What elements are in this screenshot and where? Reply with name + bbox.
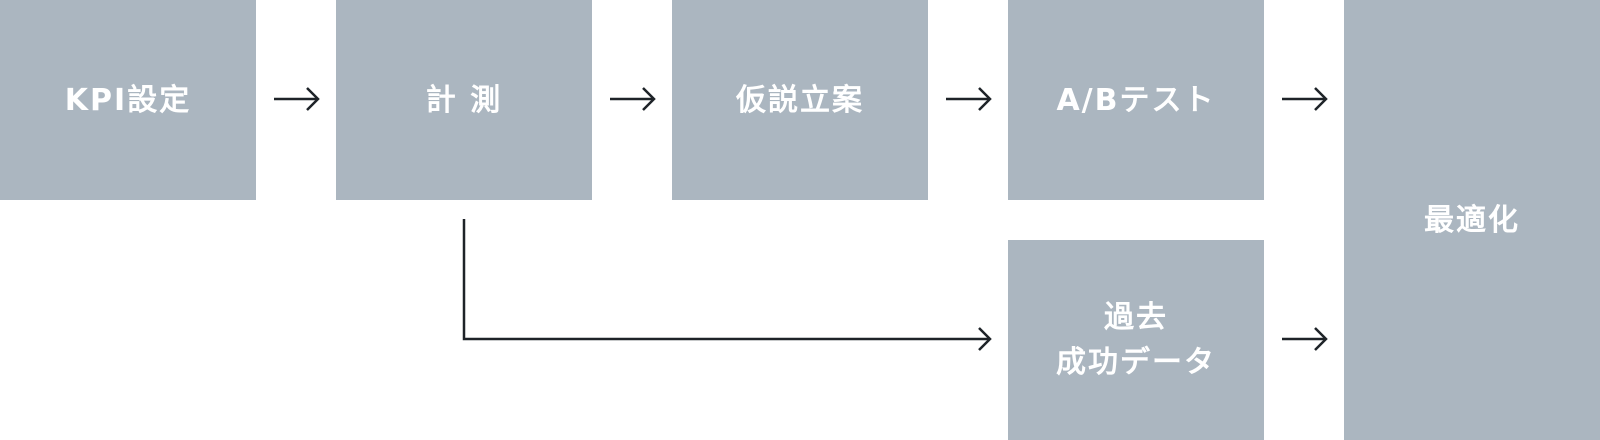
step-measurement-label: 計 測 xyxy=(425,82,503,118)
step-kpi-setting-label: KPI設定 xyxy=(64,82,192,118)
right-arrow-icon xyxy=(1282,87,1328,111)
step-past-success-data-label-line1: 過去 xyxy=(1104,300,1168,335)
step-hypothesis: 仮説立案 xyxy=(672,0,928,200)
elbow-arrow-icon xyxy=(462,219,992,351)
step-hypothesis-label: 仮説立案 xyxy=(736,82,864,118)
right-arrow-icon xyxy=(946,87,992,111)
step-measurement: 計 測 xyxy=(336,0,592,200)
step-kpi-setting: KPI設定 xyxy=(0,0,256,200)
step-past-success-data-label-line2: 成功データ xyxy=(1056,345,1216,380)
step-optimization-label: 最適化 xyxy=(1424,202,1520,238)
right-arrow-icon xyxy=(274,87,320,111)
step-ab-test: A/Bテスト xyxy=(1008,0,1264,200)
right-arrow-icon xyxy=(610,87,656,111)
step-past-success-data: 過去 成功データ xyxy=(1008,240,1264,440)
right-arrow-icon xyxy=(1282,327,1328,351)
step-ab-test-label: A/Bテスト xyxy=(1056,82,1216,118)
step-optimization: 最適化 xyxy=(1344,0,1600,440)
